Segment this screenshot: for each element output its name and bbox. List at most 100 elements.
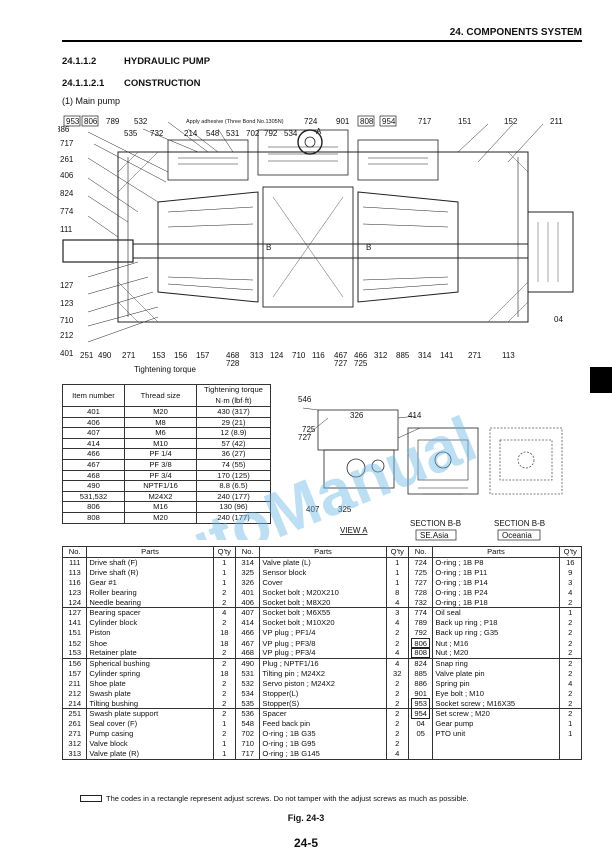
part-name: Stopper(S) (259, 698, 387, 709)
part-qty (558, 739, 583, 750)
part-number: 792 (407, 628, 434, 639)
svg-text:251: 251 (80, 351, 94, 360)
part-number: 111 (61, 556, 88, 568)
part-name: Oil seal (432, 607, 560, 619)
section-thumb-tab (590, 367, 612, 393)
svg-text:05: 05 (554, 365, 563, 366)
part-number: 151 (61, 628, 88, 639)
part-qty: 18 (212, 628, 236, 639)
svg-text:261: 261 (60, 155, 74, 164)
svg-text:546: 546 (298, 395, 312, 404)
svg-text:535: 535 (124, 129, 138, 138)
part-name: Valve block (86, 739, 214, 750)
part-name: O-ring ; 1B G95 (259, 739, 387, 750)
part-qty: 1 (385, 556, 409, 568)
part-qty: 1 (212, 719, 236, 730)
part-number: 953 (407, 697, 434, 709)
part-name: Cover (259, 577, 387, 588)
part-qty: 1 (558, 719, 583, 730)
part-name: Socket bolt ; M8X20 (259, 597, 387, 608)
svg-text:325: 325 (338, 505, 352, 514)
label-953-boxed: 953 (66, 117, 80, 126)
part-qty: 4 (385, 597, 409, 608)
section-number: 24.1.1.2 (62, 56, 97, 67)
svg-text:407: 407 (306, 505, 320, 514)
parts-header-no: No. (234, 546, 261, 558)
part-number: 141 (61, 618, 88, 629)
svg-text:885: 885 (396, 351, 410, 360)
part-qty: 2 (212, 618, 236, 629)
part-number: 157 (61, 668, 88, 679)
svg-text:A: A (316, 127, 322, 136)
part-name: VP plug ; PF1/4 (259, 628, 387, 639)
part-qty: 1 (558, 607, 583, 619)
torque-caption: Tightening torque (134, 365, 196, 374)
casing-outline (117, 151, 529, 323)
part-qty: 2 (558, 708, 583, 719)
part-qty: 2 (558, 597, 583, 608)
svg-text:Apply adhesive (Three Bond No.: Apply adhesive (Three Bond No.1305N) (186, 119, 284, 125)
figure-caption: Fig. 24-3 (287, 813, 325, 823)
svg-text:727: 727 (298, 433, 312, 442)
part-number: 824 (407, 657, 434, 669)
part-name: Feed back pin (259, 719, 387, 730)
part-number: 466 (234, 628, 261, 639)
svg-text:124: 124 (270, 351, 284, 360)
part-number: 727 (407, 577, 434, 588)
parts-header-qty: Q'ty (385, 546, 409, 558)
part-number: 728 (407, 587, 434, 598)
svg-text:531: 531 (226, 129, 240, 138)
svg-text:157: 157 (196, 351, 210, 360)
svg-text:532: 532 (134, 117, 148, 126)
torque-value: 57 (42) (196, 437, 271, 450)
svg-text:AutoManual: AutoManual (119, 402, 485, 540)
part-number: 153 (61, 648, 88, 659)
part-qty: 1 (385, 577, 409, 588)
part-number: 548 (234, 719, 261, 730)
svg-text:490: 490 (98, 351, 112, 360)
svg-text:548: 548 (206, 129, 220, 138)
part-qty: 2 (212, 648, 236, 659)
part-number: 04 (407, 719, 434, 730)
part-qty: 2 (558, 668, 583, 679)
subsection-number: 24.1.1.2.1 (62, 78, 105, 89)
adjust-screw-code: 953 (411, 697, 431, 709)
part-qty: 2 (385, 698, 409, 709)
svg-text:SECTION B-B: SECTION B-B (494, 519, 545, 528)
svg-text:725: 725 (302, 425, 316, 434)
part-number: 808 (407, 647, 434, 659)
part-name: Roller bearing (86, 587, 214, 598)
part-number: 774 (407, 607, 434, 619)
svg-text:724: 724 (304, 117, 318, 126)
part-qty: 2 (212, 678, 236, 689)
torque-value: 240 (177) (196, 490, 271, 503)
part-name: O-ring ; 1B G35 (259, 729, 387, 740)
torque-value: 29 (21) (196, 416, 271, 429)
part-qty: 2 (212, 729, 236, 740)
section-title: HYDRAULIC PUMP (124, 56, 211, 67)
section-heading: 24.1.1.2 HYDRAULIC PUMP (62, 56, 210, 67)
part-qty: 1 (558, 729, 583, 740)
part-name: Needle bearing (86, 597, 214, 608)
part-qty: 2 (385, 678, 409, 689)
part-name: Socket bolt ; M20X210 (259, 587, 387, 598)
svg-text:727: 727 (334, 359, 348, 366)
part-number: 211 (61, 678, 88, 689)
part-number: 886 (407, 678, 434, 689)
header-rule (62, 40, 582, 42)
part-name: Back up ring ; P18 (432, 618, 560, 629)
parts-header-row: No. Parts Q'ty No. Parts Q'ty No. Parts … (61, 546, 583, 558)
part-number: 313 (61, 749, 88, 760)
